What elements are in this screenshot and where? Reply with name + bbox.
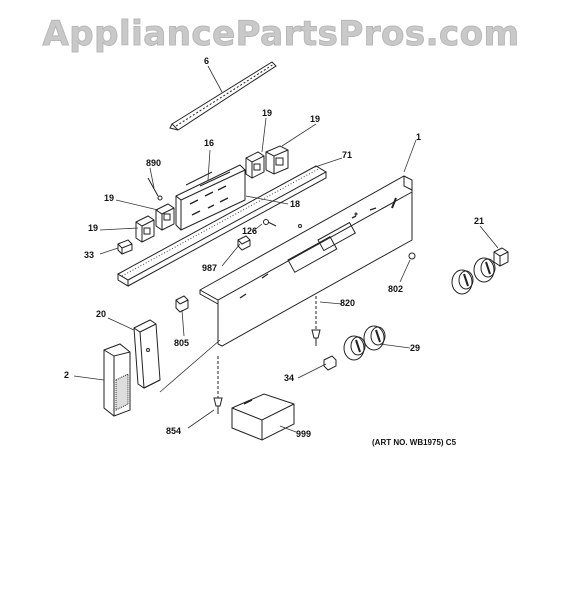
label-part-19-d: 19	[88, 223, 99, 233]
label-part-34: 34	[284, 373, 295, 383]
part-805-clip	[175, 295, 189, 313]
part-29-knob-a	[343, 335, 366, 361]
part-21-knob-a	[451, 269, 474, 295]
part-21-knob-b	[473, 257, 496, 283]
part-16-control-board	[175, 164, 246, 231]
part-19-switch-d	[135, 215, 155, 243]
label-part-20: 20	[96, 309, 107, 319]
part-21-clip	[493, 247, 509, 267]
label-part-1: 1	[416, 132, 422, 142]
part-126-screw	[263, 219, 277, 227]
label-part-802: 802	[388, 284, 404, 294]
label-part-21: 21	[474, 216, 485, 226]
part-71-insulation-strip	[116, 165, 328, 287]
label-part-19-c: 19	[104, 193, 115, 203]
label-part-16: 16	[204, 138, 215, 148]
part-33-clip	[117, 239, 133, 255]
part-6-rail	[169, 61, 277, 131]
part-20-side-bracket	[133, 319, 161, 389]
part-999-box	[231, 393, 295, 441]
label-part-820: 820	[340, 298, 356, 308]
watermark-logo: AppliancePartsPros.com	[42, 14, 520, 55]
label-part-805: 805	[174, 338, 190, 348]
part-19-switch-a	[245, 151, 265, 179]
label-part-19-b: 19	[310, 114, 321, 124]
label-part-987: 987	[202, 263, 218, 273]
part-854-screw	[213, 356, 223, 414]
part-890-connector	[147, 177, 163, 201]
art-number-caption: (ART NO. WB1975) C5	[372, 438, 457, 447]
label-part-999: 999	[296, 429, 312, 439]
label-part-6: 6	[204, 56, 210, 66]
part-987-bracket	[237, 235, 251, 251]
label-part-890: 890	[146, 158, 162, 168]
part-820-screw	[311, 296, 321, 346]
label-part-29: 29	[410, 343, 421, 353]
part-1-backsplash-panel	[199, 175, 413, 347]
part-19-switch-c	[155, 203, 175, 231]
part-29-knob-b	[363, 325, 386, 351]
label-part-33: 33	[84, 250, 95, 260]
part-19-switch-b	[265, 145, 289, 175]
part-34-clip	[323, 355, 337, 371]
label-part-19-a: 19	[262, 108, 273, 118]
label-part-2: 2	[64, 370, 70, 380]
part-802-screw	[408, 252, 416, 260]
label-part-126: 126	[242, 226, 258, 236]
label-part-854: 854	[166, 426, 182, 436]
leader-lines	[73, 65, 499, 433]
label-part-71: 71	[342, 150, 353, 160]
part-2-end-cap	[103, 343, 131, 417]
label-part-18: 18	[290, 199, 301, 209]
